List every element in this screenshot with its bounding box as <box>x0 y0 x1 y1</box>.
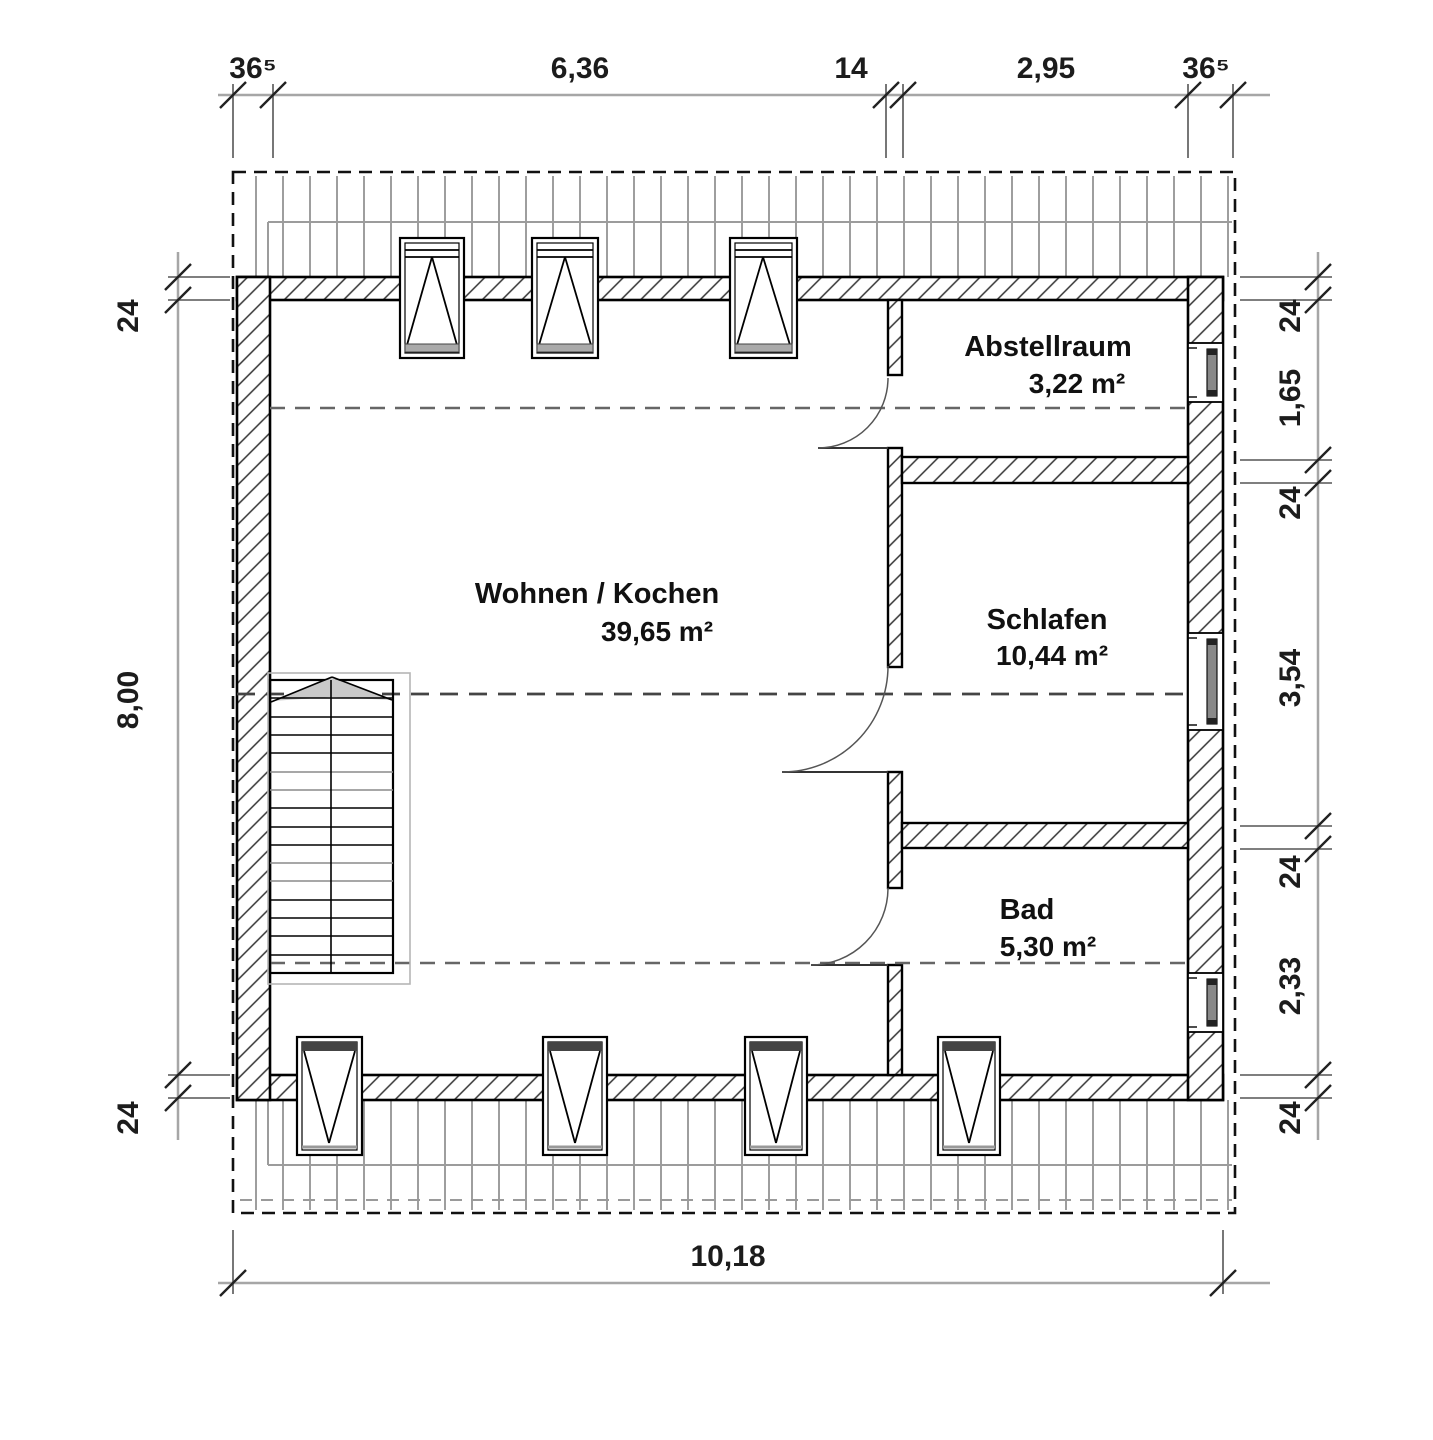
dim-top-2: 6,36 <box>551 52 609 85</box>
dim-right-2: 1,65 <box>1274 369 1307 427</box>
room-label-bad: Bad 5,30 m² <box>1000 894 1097 962</box>
roof-window-top-3 <box>728 236 799 360</box>
room-label-wohnen: Wohnen / Kochen 39,65 m² <box>475 578 719 647</box>
door-abstellraum <box>817 377 889 449</box>
room-area-schlafen: 10,44 m² <box>996 640 1108 671</box>
wall-schlafen-left-upper <box>886 446 904 669</box>
dim-top-3: 14 <box>834 52 868 85</box>
room-area-bad: 5,30 m² <box>1000 931 1097 962</box>
dimension-ticks-right <box>1304 263 1332 1112</box>
door-bad <box>810 887 889 966</box>
wall-bad-left-upper <box>886 770 904 890</box>
staircase <box>267 672 411 985</box>
room-name-abstellraum: Abstellraum <box>964 331 1132 363</box>
dimension-chain-right: 24 1,65 24 3,54 24 2,33 24 <box>1240 252 1332 1140</box>
gable-window-bad <box>1187 972 1224 1033</box>
dim-right-3: 24 <box>1274 486 1307 520</box>
roof-window-bottom-3 <box>743 1035 809 1157</box>
roof-window-bottom-1 <box>295 1035 364 1157</box>
headroom-dashed-lines <box>237 406 1223 965</box>
dimension-chain-top: 36⁵ 6,36 14 2,95 36⁵ <box>218 52 1270 158</box>
dim-top-4: 2,95 <box>1017 52 1075 85</box>
room-label-schlafen: Schlafen 10,44 m² <box>987 604 1108 671</box>
roof-edge-outline <box>231 170 1237 1215</box>
room-name-wohnen: Wohnen / Kochen <box>475 578 719 610</box>
door-swing-arc <box>810 887 889 966</box>
dimension-ticks-left <box>164 263 192 1112</box>
gable-window-abstellraum <box>1187 342 1224 403</box>
dim-top-1: 36⁵ <box>229 52 276 85</box>
wall-bad-left-lower <box>886 963 904 1077</box>
dim-right-4: 3,54 <box>1274 648 1307 707</box>
dim-right-1: 24 <box>1274 299 1307 333</box>
door-swing-arc <box>781 665 889 773</box>
witness-lines-right <box>1240 276 1332 1099</box>
wall-left <box>235 275 272 1102</box>
room-name-schlafen: Schlafen <box>987 604 1108 636</box>
dimension-chain-bottom: 10,18 <box>218 1230 1270 1297</box>
wall-bottom <box>235 1073 1225 1102</box>
dim-right-5: 24 <box>1274 855 1307 889</box>
dim-left-1: 24 <box>112 299 145 333</box>
dim-left-3: 24 <box>112 1101 145 1135</box>
room-area-wohnen: 39,65 m² <box>601 616 713 647</box>
dimension-chain-left: 24 8,00 24 <box>112 252 230 1140</box>
dim-left-2: 8,00 <box>112 671 145 729</box>
room-name-bad: Bad <box>1000 894 1055 926</box>
door-schlafen <box>781 665 889 773</box>
wall-abstellraum-left-upper <box>886 298 904 377</box>
roof-window-top-2 <box>530 236 600 360</box>
gable-window-schlafen <box>1187 632 1224 731</box>
dim-right-6: 2,33 <box>1274 957 1307 1015</box>
wall-schlafen-bad <box>900 821 1190 850</box>
roof-window-bottom-4 <box>936 1035 1002 1157</box>
roof-window-top-1 <box>398 236 466 360</box>
room-area-abstellraum: 3,22 m² <box>1029 368 1126 399</box>
exterior-walls <box>235 275 1225 1102</box>
dim-right-7: 24 <box>1274 1101 1307 1135</box>
interior-walls <box>886 298 1190 1077</box>
stair-entry-marker <box>272 678 392 701</box>
wall-abstellraum-schlafen <box>900 455 1190 485</box>
dim-bottom-1: 10,18 <box>690 1240 765 1273</box>
dimension-ticks-top <box>219 81 1247 109</box>
roof-rafter-strip-bottom <box>240 1100 1232 1210</box>
dim-top-5: 36⁵ <box>1182 52 1229 85</box>
room-label-abstellraum: Abstellraum 3,22 m² <box>964 331 1132 399</box>
roof-window-bottom-2 <box>541 1035 609 1157</box>
door-swing-arc <box>817 377 889 449</box>
